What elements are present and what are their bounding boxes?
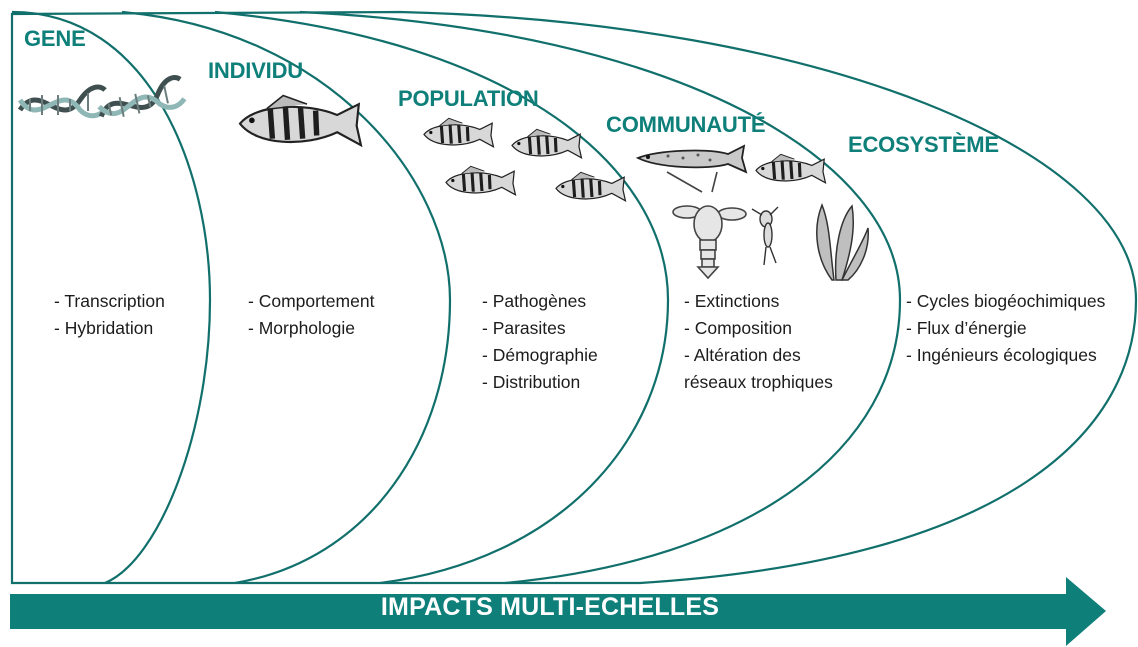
scale-arc-population <box>214 10 670 585</box>
level-title-ecosysteme: ECOSYSTÈME <box>848 132 999 157</box>
level-items-gene: Transcription Hybridation <box>54 288 165 342</box>
scale-arc-gene <box>11 10 212 585</box>
list-item: Hybridation <box>54 315 165 342</box>
perch-fish-icon <box>240 96 361 146</box>
scale-arc-individu <box>121 10 452 585</box>
perch-fish-icon <box>444 164 517 197</box>
perch-fish-icon <box>554 170 627 203</box>
arrow-label: IMPACTS MULTI-ECHELLES <box>380 593 720 621</box>
level-title-communaute: COMMUNAUTÉ <box>606 112 766 137</box>
level-title-gene: GENE <box>24 26 86 51</box>
list-item: Cycles biogéochimiques <box>906 288 1106 315</box>
list-item: Distribution <box>482 369 598 396</box>
list-item: Démographie <box>482 342 598 369</box>
scale-arc-ecosysteme <box>10 10 1138 585</box>
list-item: Morphologie <box>248 315 374 342</box>
list-item: Parasites <box>482 315 598 342</box>
crayfish-icon <box>666 171 747 280</box>
aquatic-plant-icon <box>816 202 869 281</box>
dna-icon <box>17 84 107 119</box>
level-items-population: Pathogènes Parasites Démographie Distrib… <box>482 288 598 396</box>
level-items-individu: Comportement Morphologie <box>248 288 375 342</box>
level-items-ecosysteme: Cycles biogéochimiques Flux d’énergie In… <box>906 288 1106 369</box>
dna-icon <box>97 75 187 118</box>
list-item: Altération des <box>684 342 833 369</box>
level-title-individu: INDIVIDU <box>208 58 303 83</box>
level-items-communaute: Extinctions Composition Altération des r… <box>684 288 833 396</box>
mayfly-larva-icon <box>751 206 779 266</box>
impacts-arrow <box>10 577 1106 646</box>
list-item: Composition <box>684 315 833 342</box>
perch-fish-icon <box>510 127 583 160</box>
perch-fish-icon <box>754 152 827 185</box>
list-item: Comportement <box>248 288 375 315</box>
pike-fish-icon <box>635 144 748 174</box>
list-item: Flux d’énergie <box>906 315 1105 342</box>
list-item-continuation: réseaux trophiques <box>684 372 833 392</box>
list-item: Extinctions <box>684 288 833 315</box>
list-item: Transcription <box>54 288 165 315</box>
level-title-population: POPULATION <box>398 86 539 111</box>
list-item: Pathogènes <box>482 288 598 315</box>
list-item: Ingénieurs écologiques <box>906 342 1105 369</box>
scale-arc-communaute <box>299 10 902 585</box>
perch-fish-icon <box>422 116 495 149</box>
